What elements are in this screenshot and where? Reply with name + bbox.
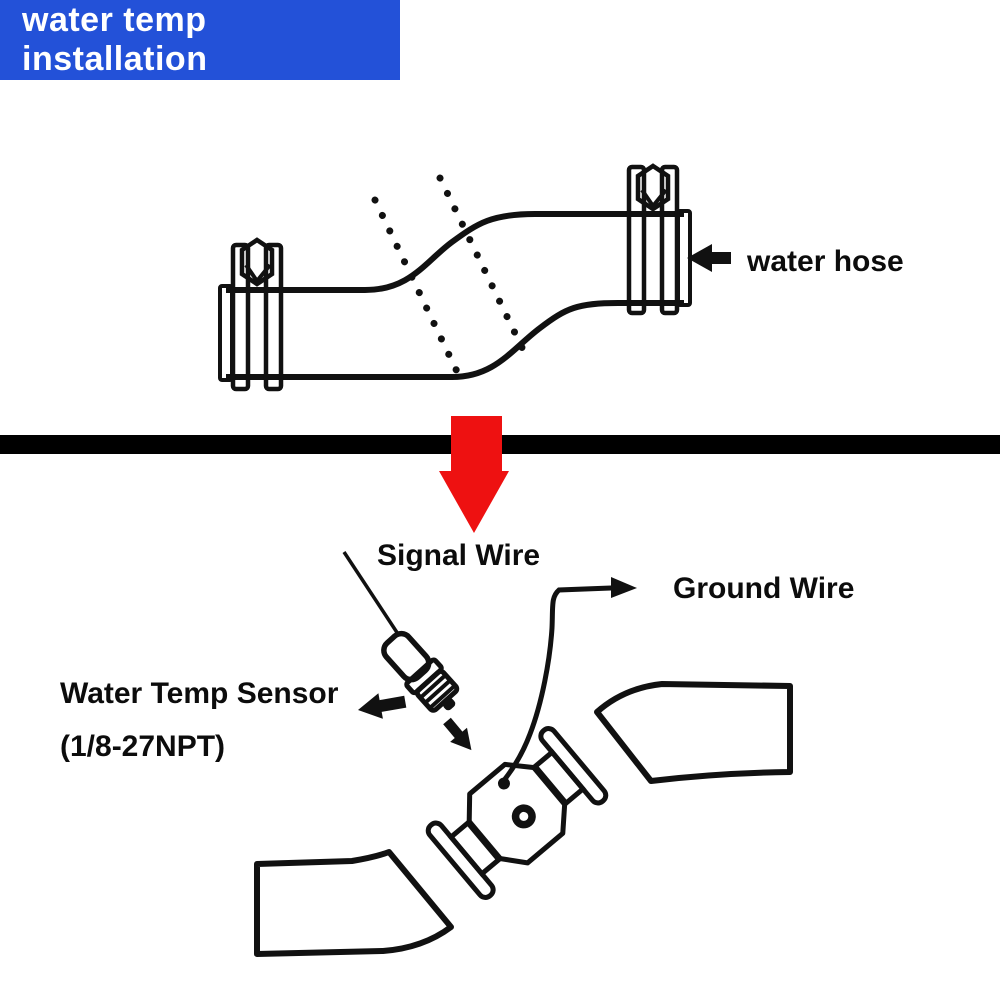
signal-wire-label: Signal Wire: [377, 539, 540, 572]
ground-wire-curve: [502, 585, 614, 782]
signal-wire-pointer-line: [342, 551, 400, 635]
sensor-tip: [442, 698, 456, 711]
ground-wire-arrowhead-icon: [611, 577, 637, 598]
sensor-insert-arrow-icon: [443, 717, 472, 751]
water-temp-sensor-label: Water Temp Sensor: [60, 677, 339, 710]
sensor-body: [381, 630, 432, 683]
adapter-flange-right: [538, 726, 609, 806]
cut-marks-dotted-lines: [371, 174, 532, 386]
adapter-flange-left: [425, 820, 496, 900]
page-title: water temp installation: [22, 1, 208, 78]
ground-wire-label: Ground Wire: [673, 572, 854, 605]
hose-clamp-left: [230, 237, 284, 392]
title-banner: water temp installation: [0, 0, 400, 80]
water-hose-drawing: [218, 209, 692, 382]
water-temp-sensor-drawing: [381, 630, 460, 713]
sensor-left-arrow-icon: [358, 693, 407, 719]
sensor-thread-spec-label: (1/8-27NPT): [60, 730, 225, 763]
sensor-threads: [414, 668, 460, 713]
hose-adapter-drawing: [425, 726, 609, 900]
hose-piece-lower: [254, 849, 454, 957]
red-down-arrow-icon: [439, 416, 509, 533]
water-hose-arrow-icon: [687, 244, 731, 272]
adapter-hex-body: [466, 761, 568, 866]
hose-clamp-right: [626, 163, 680, 316]
hose-piece-upper: [594, 681, 793, 784]
water-hose-label: water hose: [746, 245, 904, 278]
